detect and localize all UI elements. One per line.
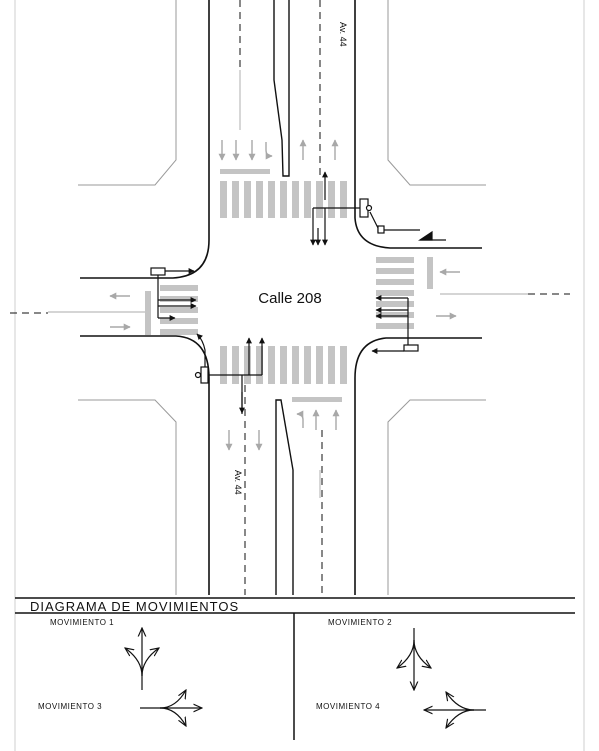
gray-lane-lines bbox=[48, 70, 528, 498]
movement-4-label: MOVIMIENTO 4 bbox=[316, 702, 380, 711]
movement-2-arrows-icon bbox=[397, 628, 431, 690]
traffic-signal-ne bbox=[310, 171, 446, 246]
stop-bar-south bbox=[292, 397, 342, 402]
movement-4-arrows-icon bbox=[424, 692, 486, 728]
movement-1-label: MOVIMIENTO 1 bbox=[50, 618, 114, 627]
traffic-signal-se bbox=[371, 295, 419, 354]
traffic-signal-nw bbox=[150, 267, 197, 321]
page-frame bbox=[14, 0, 585, 751]
stop-bar-west bbox=[145, 291, 151, 335]
crosswalk-west bbox=[160, 285, 198, 335]
avenue-label-bottom: Av. 44 bbox=[233, 470, 243, 495]
pavement-arrows bbox=[109, 139, 460, 451]
crosswalk-north bbox=[220, 181, 347, 218]
stop-bar-north bbox=[220, 169, 270, 174]
building-outlines bbox=[78, 0, 486, 595]
road-edges bbox=[80, 0, 482, 595]
traffic-signal-sw bbox=[194, 333, 265, 414]
crosswalk-east bbox=[376, 257, 414, 329]
movement-1-arrows-icon bbox=[125, 628, 159, 690]
street-label-main: Calle 208 bbox=[258, 290, 321, 307]
lane-dashes bbox=[10, 0, 570, 595]
diagram-title: DIAGRAMA DE MOVIMIENTOS bbox=[30, 599, 239, 614]
crosswalk-south bbox=[220, 346, 347, 384]
movement-3-label: MOVIMIENTO 3 bbox=[38, 702, 102, 711]
movement-3-arrows-icon bbox=[140, 690, 202, 726]
avenue-label-top: Av. 44 bbox=[338, 22, 348, 47]
stop-bar-east bbox=[427, 257, 433, 289]
movement-2-label: MOVIMIENTO 2 bbox=[328, 618, 392, 627]
medians bbox=[273, 0, 294, 595]
